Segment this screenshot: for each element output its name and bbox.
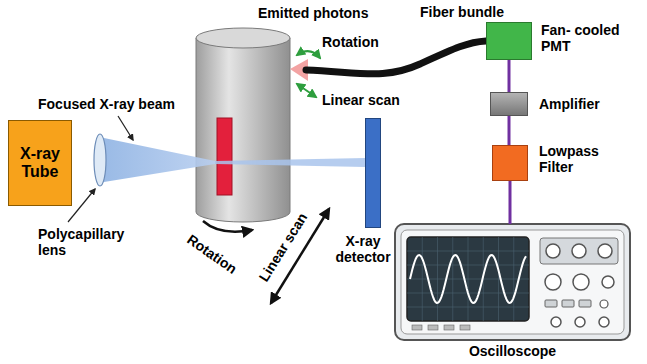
- label-text: Linear scan: [322, 92, 400, 108]
- signal-cable: [509, 181, 512, 224]
- leader-line: [68, 189, 95, 222]
- node-heading: Lowpass Filter: [539, 143, 614, 175]
- signal-cable: [508, 116, 511, 145]
- node-heading: Amplifier: [539, 96, 639, 112]
- oscilloscope-box: Oscilloscope: [395, 224, 630, 340]
- label-text: Polycapillary lens: [38, 226, 150, 258]
- node-heading: Oscilloscope: [395, 343, 630, 359]
- node-heading: Fan- cooled PMT: [541, 22, 636, 54]
- leader-line: [118, 116, 133, 140]
- rotation-arrow: [203, 221, 252, 232]
- detector-bar: X-ray detector: [365, 118, 381, 228]
- label-text: Fiber bundle: [420, 4, 504, 20]
- pmt-box: Fan- cooled PMT: [486, 22, 532, 60]
- focused-beam: [104, 138, 215, 182]
- beam-continuation: [215, 158, 365, 167]
- signal-cable: [508, 60, 511, 92]
- sample-cylinder: [196, 38, 290, 222]
- oscilloscope-drawing: [395, 224, 630, 340]
- cylinder-top: [196, 28, 290, 48]
- filter-box: Lowpass Filter: [492, 145, 528, 181]
- amplifier-box: Amplifier: [490, 92, 528, 116]
- linear-scan-arrow: [297, 84, 316, 97]
- node-text: X-ray Tube: [15, 145, 65, 182]
- polycapillary-lens: [94, 134, 106, 186]
- label-text: Rotation: [322, 34, 379, 50]
- xray-tube-box: X-ray Tube: [8, 120, 72, 206]
- label-text: Linear scan: [256, 210, 311, 285]
- label-text: Rotation: [184, 231, 240, 277]
- label-text: Focused X-ray beam: [38, 96, 175, 112]
- label-text: Emitted photons: [258, 5, 368, 21]
- red-rod: [217, 118, 232, 195]
- rotation-arrow: [297, 51, 320, 58]
- node-heading: X-ray detector: [328, 233, 398, 265]
